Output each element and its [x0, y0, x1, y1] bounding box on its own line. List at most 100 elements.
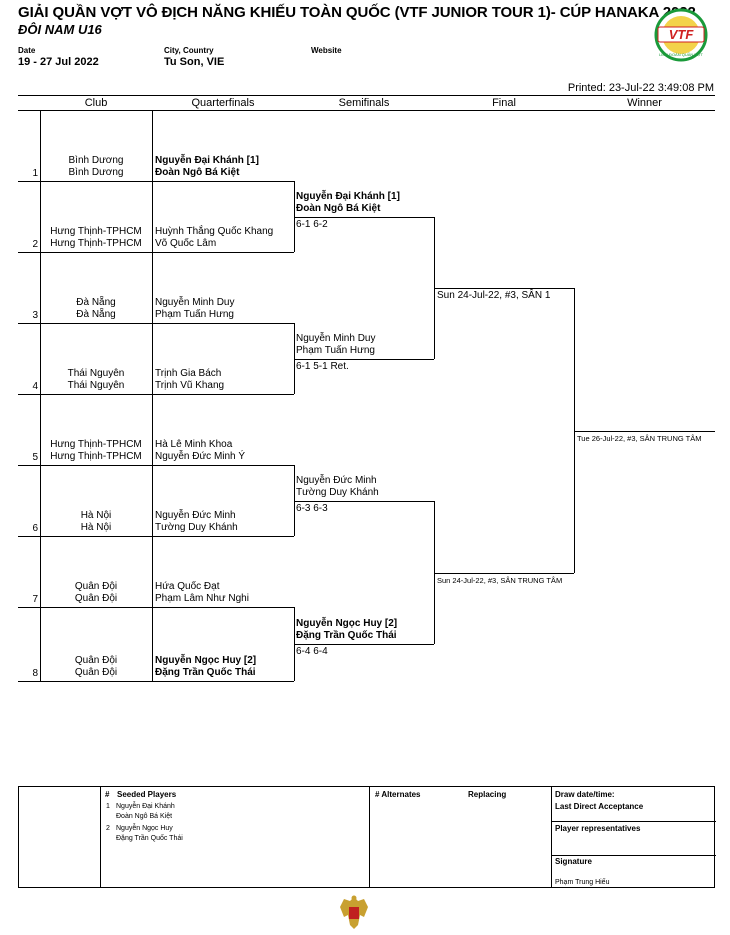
qf-connector: [294, 465, 295, 536]
club-name: Quân Đội: [74, 593, 118, 604]
signer-name: Phạm Trung Hiếu: [555, 879, 610, 886]
vtf-logo: VTF LIÊN ĐOÀN QUẦN VỢT: [654, 8, 708, 62]
header-rule-bottom: [18, 110, 715, 111]
column-header-club: Club: [84, 97, 108, 109]
draw-date-label: Draw date/time:: [555, 790, 615, 799]
header-rule-top: [18, 95, 715, 96]
draw-position: 2: [32, 239, 38, 250]
match-score: 6-1 6-2: [296, 219, 328, 230]
match-score: 6-4 6-4: [296, 646, 328, 657]
winner-schedule: Tue 26-Jul-22, #3, SÂN TRUNG TÂM: [577, 434, 702, 443]
entry-rule: [18, 181, 294, 182]
club-name: Đà Nẵng: [76, 297, 116, 308]
logo-text: VTF: [669, 27, 695, 42]
match-score: 6-3 6-3: [296, 503, 328, 514]
replacing-label: Replacing: [468, 790, 507, 799]
column-header-quarterfinals: Quarterfinals: [191, 97, 255, 109]
page-title: GIẢI QUẦN VỢT VÔ ĐỊCH NĂNG KHIẾU TOÀN QU…: [18, 4, 696, 21]
player-name: Trịnh Gia Bách: [155, 368, 222, 379]
final-rule: [434, 288, 574, 289]
sf-rule: [294, 217, 434, 218]
printed-timestamp: Printed: 23-Jul-22 3:49:08 PM: [567, 82, 714, 94]
column-header-winner: Winner: [627, 97, 662, 109]
city-label: City, Country: [164, 46, 214, 55]
draw-position: 7: [32, 594, 38, 605]
club-name: Thái Nguyên: [67, 368, 125, 379]
final-rule: [434, 573, 574, 574]
footer-divider: [100, 787, 101, 887]
partner-name: Đặng Trần Quốc Thái: [155, 667, 256, 678]
club-name: Quân Đội: [74, 581, 118, 592]
draw-position: 3: [32, 310, 38, 321]
player-name: Hà Lê Minh Khoa: [155, 439, 233, 450]
seeded-player: Nguyễn Đại Khánh: [116, 803, 175, 810]
partner-name: Tường Duy Khánh: [155, 522, 238, 533]
club-name: Bình Dương: [68, 155, 124, 166]
qf-connector: [294, 181, 295, 252]
seeded-num: 2: [106, 825, 110, 832]
club-name: Đà Nẵng: [76, 309, 116, 320]
winner-rule: [574, 431, 715, 432]
club-column-rule: [40, 110, 41, 681]
sf-connector: [434, 501, 435, 644]
sf-player-name: Nguyễn Đức Minh: [296, 475, 377, 486]
entry-rule: [18, 681, 294, 682]
partner-name: Phạm Tuấn Hưng: [155, 309, 234, 320]
seeded-partner: Đặng Trần Quốc Thái: [116, 835, 183, 842]
sf-player-name: Nguyễn Minh Duy: [296, 333, 376, 344]
player-representatives-label: Player representatives: [555, 824, 641, 833]
entry-rule: [18, 465, 294, 466]
sf-rule: [294, 644, 434, 645]
sf-rule: [294, 501, 434, 502]
club-name: Hưng Thịnh-TPHCM: [50, 439, 142, 450]
coat-of-arms-icon: [340, 895, 368, 929]
alternates-label: # Alternates: [375, 790, 421, 799]
signature-label: Signature: [555, 857, 592, 866]
club-name: Hưng Thịnh-TPHCM: [50, 226, 142, 237]
entry-rule: [18, 536, 294, 537]
player-name: Nguyễn Đức Minh: [155, 510, 236, 521]
seeded-partner: Đoàn Ngô Bá Kiệt: [116, 813, 173, 820]
club-name: Hà Nội: [80, 522, 112, 533]
sf-partner-name: Tường Duy Khánh: [296, 487, 379, 498]
date-value: 19 - 27 Jul 2022: [18, 56, 99, 68]
event-subtitle: ĐÔI NAM U16: [18, 22, 102, 37]
footer-divider: [551, 787, 552, 887]
draw-position: 5: [32, 452, 38, 463]
entry-rule: [18, 252, 294, 253]
entry-rule: [18, 323, 294, 324]
draw-position: 4: [32, 381, 38, 392]
footer-panel: # Seeded Players 1 Nguyễn Đại Khánh Đoàn…: [18, 786, 716, 888]
entry-rule: [18, 394, 294, 395]
partner-name: Nguyễn Đức Minh Ý: [155, 451, 246, 462]
city-value: Tu Son, VIE: [164, 56, 225, 68]
date-label: Date: [18, 46, 36, 55]
club-name: Bình Dương: [68, 167, 124, 178]
sf-partner-name: Phạm Tuấn Hưng: [296, 345, 375, 356]
club-name: Hưng Thịnh-TPHCM: [50, 238, 142, 249]
draw-position: 1: [32, 168, 38, 179]
seeded-title: Seeded Players: [117, 790, 177, 799]
match-score: 6-1 5-1 Ret.: [296, 361, 349, 372]
entry-rule: [18, 607, 294, 608]
partner-name: Võ Quốc Lâm: [155, 238, 217, 249]
footer-divider: [369, 787, 370, 887]
footer-row-rule: [551, 855, 716, 856]
sf-player-name: Nguyễn Ngọc Huy [2]: [296, 618, 398, 629]
club-name: Hà Nội: [80, 510, 112, 521]
player-name: Hứa Quốc Đạt: [155, 581, 220, 592]
logo-caption: LIÊN ĐOÀN QUẦN VỢT: [659, 52, 703, 57]
seeded-num: 1: [106, 803, 110, 810]
sf-rule: [294, 359, 434, 360]
club-name: Thái Nguyên: [67, 380, 125, 391]
column-header-semifinals: Semifinals: [338, 97, 390, 109]
website-label: Website: [311, 46, 342, 55]
sf-partner-name: Đặng Trần Quốc Thái: [296, 630, 397, 641]
player-column-rule: [152, 110, 153, 681]
sf-player-name: Nguyễn Đại Khánh [1]: [296, 191, 400, 202]
draw-position: 8: [32, 668, 38, 679]
partner-name: Đoàn Ngô Bá Kiệt: [155, 167, 240, 178]
player-name: Huỳnh Thắng Quốc Khang: [155, 226, 274, 237]
footer-row-rule: [551, 821, 716, 822]
club-name: Quân Đội: [74, 655, 118, 666]
